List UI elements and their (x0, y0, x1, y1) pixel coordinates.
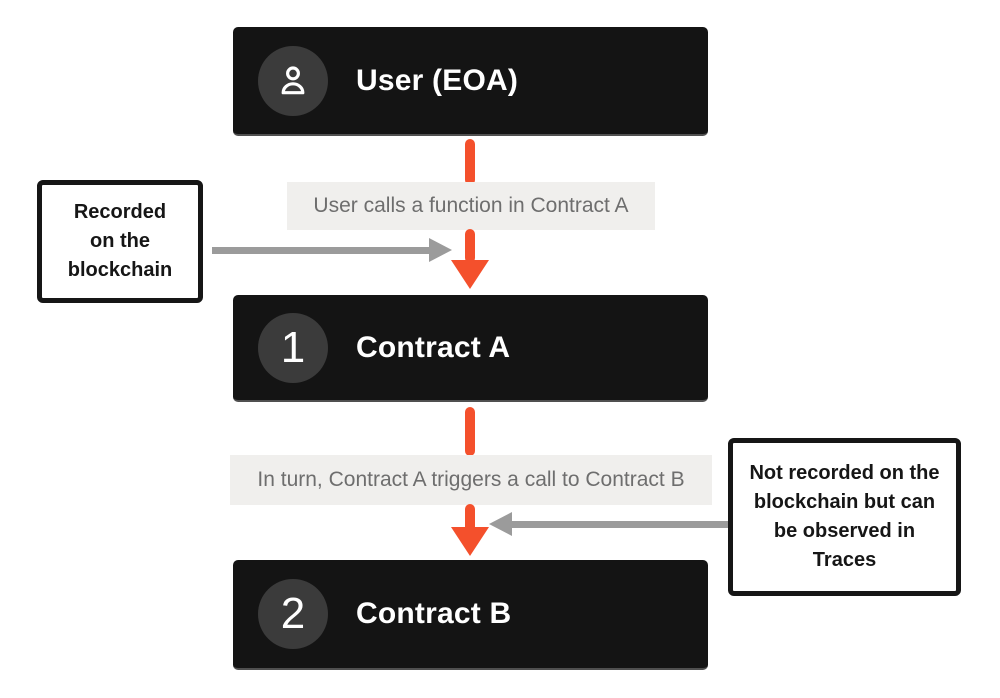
node-label-contract-b: Contract B (356, 597, 512, 630)
note-line: on the (89, 230, 150, 252)
node-user-eoa: User (EOA) (233, 27, 708, 136)
step-number: 1 (280, 322, 306, 372)
node-label-contract-a: Contract A (356, 330, 511, 364)
flow-arrow-1-arrowhead-icon (451, 260, 489, 289)
note-line: blockchain but can (753, 491, 936, 513)
edge-label-a-to-b: In turn, Contract A triggers a call to C… (230, 455, 712, 505)
step-number: 2 (280, 589, 306, 638)
person-icon (281, 65, 305, 94)
note-text: Not recorded on the blockchain but can b… (749, 459, 939, 575)
flow-arrow-2-arrowhead-icon (451, 527, 489, 556)
note-line: Not recorded on the (749, 462, 940, 484)
note-line: blockchain (67, 259, 173, 281)
step-1-badge: 1 (258, 312, 328, 383)
flow-arrow-2-segment-top (465, 407, 475, 456)
note-arrow-left-line (212, 247, 430, 254)
note-arrow-right-line (512, 521, 728, 528)
flow-arrow-2-segment-bottom (465, 504, 475, 532)
note-text: Recorded on the blockchain (68, 198, 172, 285)
note-line: Recorded (73, 201, 167, 223)
note-arrow-left-arrowhead-icon (429, 238, 452, 262)
flow-arrow-1-segment-bottom (465, 229, 475, 263)
note-line: Traces (812, 549, 877, 571)
note-line: be observed in (773, 520, 916, 542)
edge-label-user-to-a: User calls a function in Contract A (287, 182, 655, 230)
note-arrow-right-arrowhead-icon (489, 512, 512, 536)
node-contract-b: 2 Contract B (233, 560, 708, 670)
node-label-user-eoa: User (EOA) (356, 63, 519, 97)
note-recorded-on-blockchain: Recorded on the blockchain (37, 180, 203, 303)
step-2-badge: 2 (258, 579, 328, 649)
user-avatar-badge (258, 45, 328, 116)
node-contract-a: 1 Contract A (233, 295, 708, 402)
flow-arrow-1-segment-top (465, 139, 475, 185)
note-not-recorded-traces: Not recorded on the blockchain but can b… (728, 438, 961, 596)
